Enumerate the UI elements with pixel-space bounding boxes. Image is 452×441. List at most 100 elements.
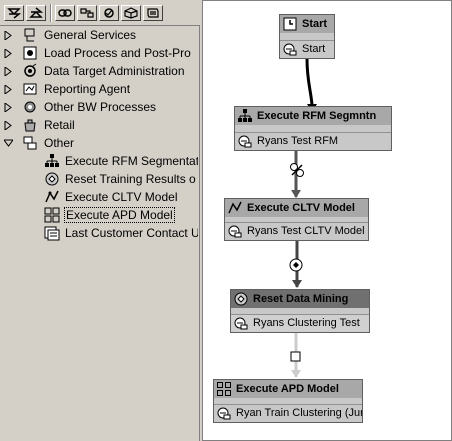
process-type-pane: General Services Load Process and Post-P… <box>0 0 200 441</box>
node-title: Execute RFM Segmntn <box>257 110 377 122</box>
node-header: Start <box>280 15 334 33</box>
node-subtitle: Ryans Test RFM <box>257 135 339 147</box>
connector-start-rfm <box>305 58 314 106</box>
document-button[interactable] <box>143 5 163 21</box>
collapse-all-button[interactable] <box>26 5 46 21</box>
process-node-execute-apd[interactable]: Execute APD Model Ryan Train Clustering … <box>213 379 363 423</box>
cltv-model-icon <box>45 190 59 203</box>
tree-node-load-process[interactable]: Load Process and Post-Pro <box>4 44 198 62</box>
connector-status-icon[interactable] <box>289 162 305 178</box>
node-header: Execute CLTV Model <box>225 199 368 217</box>
process-node-execute-cltv[interactable]: Execute CLTV Model Ryans Test CLTV Model <box>224 198 369 241</box>
tree-node-label: Data Target Administration <box>44 64 185 78</box>
cltv-model-icon <box>228 201 242 214</box>
node-subtitle: Ryans Test CLTV Model <box>247 225 365 237</box>
general-services-icon <box>24 28 35 42</box>
apd-model-icon <box>44 207 60 223</box>
hierarchy-icon <box>238 109 252 122</box>
contact-card-icon <box>44 226 60 241</box>
tree-node-other[interactable]: Other <box>4 134 198 152</box>
collapse-all-icon <box>29 7 43 18</box>
node-title: Execute APD Model <box>236 383 339 395</box>
node-title: Execute CLTV Model <box>247 202 355 214</box>
expand-all-button[interactable] <box>4 5 24 21</box>
tree-leaf-label: Execute RFM Segmentat <box>65 154 198 168</box>
process-variant-icon <box>283 43 297 56</box>
chain-link-icon <box>58 9 72 17</box>
node-header: Execute RFM Segmntn <box>235 107 391 125</box>
reset-cube-icon <box>45 172 59 186</box>
tree-leaf-execute-cltv[interactable]: Execute CLTV Model <box>44 188 198 206</box>
link-button[interactable] <box>55 5 75 21</box>
node-title: Start <box>302 18 328 30</box>
tree-leaf-execute-rfm[interactable]: Execute RFM Segmentat <box>44 152 198 170</box>
process-type-tree: General Services Load Process and Post-P… <box>0 26 198 441</box>
load-process-icon <box>23 46 37 60</box>
connector-status-icon[interactable] <box>290 351 302 363</box>
tree-node-label: General Services <box>44 28 137 42</box>
tree-node-other-bw-processes[interactable]: Other BW Processes <box>4 98 198 116</box>
expanded-triangle-icon[interactable] <box>4 139 13 147</box>
node-body: Start <box>280 40 334 58</box>
tree-node-data-target-admin[interactable]: Data Target Administration <box>4 62 198 80</box>
filter-button[interactable] <box>77 5 97 21</box>
connector-reset-apd-arrow <box>291 370 301 378</box>
process-variant-icon <box>228 225 242 238</box>
tree-leaf-label: Last Customer Contact U <box>65 226 198 240</box>
settings-button[interactable] <box>99 5 119 21</box>
tree-node-general-services[interactable]: General Services <box>4 26 198 44</box>
tree-node-label: Reporting Agent <box>44 82 131 96</box>
reporting-agent-icon <box>23 83 37 95</box>
node-body: Ryans Clustering Test <box>231 314 369 332</box>
bw-gear-icon <box>24 101 36 113</box>
connector-status-icon[interactable] <box>288 257 304 273</box>
node-subtitle: Ryan Train Clustering (Junk) <box>236 407 362 419</box>
tree-leaf-last-customer-contact[interactable]: Last Customer Contact U <box>44 224 198 242</box>
tree-node-retail[interactable]: Retail <box>4 116 198 134</box>
collapsed-triangle-icon[interactable] <box>4 103 12 112</box>
apd-model-icon <box>217 382 231 396</box>
node-header: Reset Data Mining <box>231 290 369 308</box>
tree-node-label: Load Process and Post-Pro <box>44 46 191 60</box>
process-chain-canvas[interactable]: Start Start Execute RFM Segmntn Ryans Te… <box>202 0 452 441</box>
filter-icon <box>80 8 94 18</box>
collapsed-triangle-icon[interactable] <box>4 31 12 40</box>
tree-node-label: Other BW Processes <box>44 100 157 114</box>
node-subtitle: Ryans Clustering Test <box>253 317 360 329</box>
process-variant-icon <box>234 317 248 330</box>
process-variant-icon <box>217 407 231 420</box>
collapsed-triangle-icon[interactable] <box>4 85 12 94</box>
node-subtitle: Start <box>302 43 326 55</box>
target-gear-icon <box>24 63 37 77</box>
object-button[interactable] <box>121 5 141 21</box>
tree-leaf-label: Execute CLTV Model <box>65 190 178 204</box>
tree-leaf-label: Execute APD Model <box>64 207 175 223</box>
tree-leaf-reset-training[interactable]: Reset Training Results o <box>44 170 198 188</box>
hierarchy-icon <box>45 154 59 167</box>
tree-node-reporting-agent[interactable]: Reporting Agent <box>4 80 198 98</box>
tree-node-label: Retail <box>44 118 75 132</box>
node-title: Reset Data Mining <box>253 293 349 305</box>
tree-leaf-execute-apd[interactable]: Execute APD Model <box>44 206 198 224</box>
process-variant-icon <box>238 135 252 148</box>
other-folder-icon <box>23 136 37 150</box>
connector-cltv-reset-arrow <box>292 280 302 288</box>
process-node-start[interactable]: Start Start <box>279 14 335 59</box>
collapsed-triangle-icon[interactable] <box>4 67 12 76</box>
tree-leaf-label: Reset Training Results o <box>65 172 196 186</box>
node-body: Ryans Test CLTV Model <box>225 222 368 240</box>
collapsed-triangle-icon[interactable] <box>4 49 12 58</box>
connector-rfm-cltv-arrow <box>291 190 301 198</box>
node-body: Ryans Test RFM <box>235 132 391 150</box>
process-node-execute-rfm[interactable]: Execute RFM Segmntn Ryans Test RFM <box>234 106 392 151</box>
reset-cube-icon <box>234 292 248 306</box>
gear-check-icon <box>104 8 114 18</box>
clock-icon <box>283 17 297 31</box>
scroll-icon <box>147 8 159 18</box>
tree-toolbar <box>0 0 200 26</box>
process-node-reset-data-mining[interactable]: Reset Data Mining Ryans Clustering Test <box>230 289 370 333</box>
tree-node-label: Other <box>44 136 75 150</box>
node-body: Ryan Train Clustering (Junk) <box>214 404 362 422</box>
collapsed-triangle-icon[interactable] <box>4 121 12 130</box>
shopping-bag-icon <box>24 119 36 132</box>
